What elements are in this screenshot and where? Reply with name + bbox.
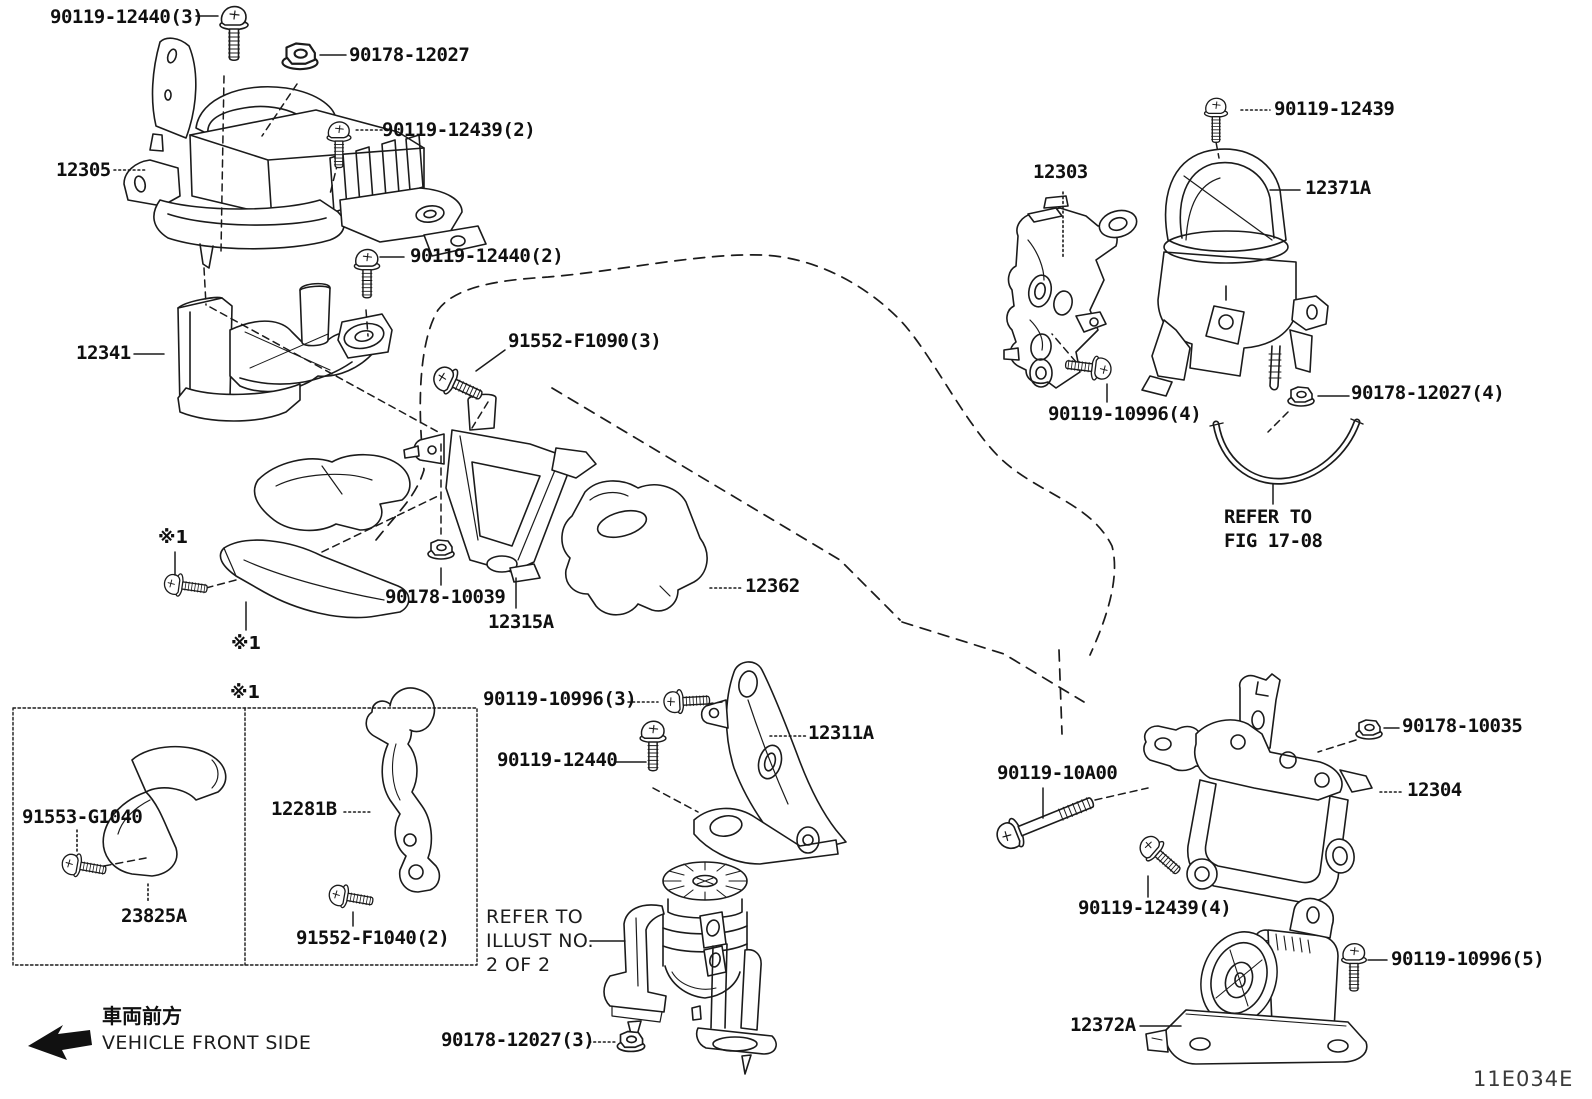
part-12362-drawing bbox=[561, 480, 708, 616]
callout-12281B[interactable]: 12281B bbox=[271, 798, 337, 820]
part-12372A-drawing bbox=[1145, 897, 1368, 1065]
bolt-icon bbox=[1203, 97, 1229, 143]
callout-90119-12439-x4[interactable]: 90119-12439(4) bbox=[1078, 897, 1232, 919]
callout-90178-10039[interactable]: 90178-10039 bbox=[385, 586, 506, 608]
bolt-icon bbox=[353, 248, 381, 299]
nut-icon bbox=[1355, 719, 1383, 740]
callout-12362[interactable]: 12362 bbox=[745, 575, 800, 597]
callout-90119-10A00[interactable]: 90119-10A00 bbox=[997, 762, 1118, 784]
callout-90178-12027-x3[interactable]: 90178-12027(3) bbox=[441, 1029, 595, 1051]
callout-91552-F1090-x3[interactable]: 91552-F1090(3) bbox=[508, 330, 662, 352]
drawing-code: 11E034E bbox=[1473, 1067, 1574, 1091]
callout-12372A[interactable]: 12372A bbox=[1070, 1014, 1136, 1036]
footnote-marker: ※1 bbox=[158, 527, 189, 548]
callout-90119-10996-x5[interactable]: 90119-10996(5) bbox=[1391, 948, 1545, 970]
callout-91552-F1040-x2[interactable]: 91552-F1040(2) bbox=[296, 927, 450, 949]
part-12311A-drawing bbox=[693, 661, 847, 865]
nut-icon bbox=[427, 539, 455, 560]
bolt-icon bbox=[639, 720, 667, 772]
callout-90119-12439-x2[interactable]: 90119-12439(2) bbox=[382, 119, 536, 141]
part-12281B-drawing bbox=[365, 687, 441, 893]
footnote-marker: ※1 bbox=[230, 682, 261, 703]
part-12303-drawing bbox=[1003, 195, 1138, 389]
callout-12371A[interactable]: 12371A bbox=[1305, 177, 1371, 199]
bolt-icon bbox=[1133, 830, 1188, 882]
part-12305-drawing bbox=[123, 37, 487, 269]
part-12315A-drawing bbox=[403, 393, 597, 583]
callout-90119-10996-x4[interactable]: 90119-10996(4) bbox=[1048, 403, 1202, 425]
bolt-icon bbox=[219, 5, 249, 62]
callout-12303[interactable]: 12303 bbox=[1033, 161, 1088, 183]
long-bolt-icon bbox=[991, 787, 1100, 855]
note-refer-illust-line2: ILLUST NO. bbox=[486, 930, 594, 952]
note-refer-illust-line1: REFER TO bbox=[486, 906, 584, 928]
part-heat-insulator-lower-drawing bbox=[219, 539, 410, 619]
nut-icon bbox=[616, 1030, 646, 1053]
note-refer-fig-line1: REFER TO bbox=[1224, 506, 1312, 528]
callout-90178-12027-x4[interactable]: 90178-12027(4) bbox=[1351, 382, 1505, 404]
callout-12311A[interactable]: 12311A bbox=[808, 722, 874, 744]
leader-lines-dotted bbox=[76, 109, 1405, 1043]
hose-drawing bbox=[1209, 418, 1364, 485]
callout-90178-12027[interactable]: 90178-12027 bbox=[349, 44, 470, 66]
note-refer-fig-line2: FIG 17-08 bbox=[1224, 530, 1323, 552]
vehicle-front-label-en: VEHICLE FRONT SIDE bbox=[102, 1032, 312, 1054]
leader-lines-solid bbox=[133, 15, 1400, 1027]
callout-12315A[interactable]: 12315A bbox=[488, 611, 554, 633]
callout-12305[interactable]: 12305 bbox=[56, 159, 111, 181]
nut-icon bbox=[281, 42, 319, 71]
callout-90119-12440-x2[interactable]: 90119-12440(2) bbox=[410, 245, 564, 267]
callout-90178-10035[interactable]: 90178-10035 bbox=[1402, 715, 1523, 737]
callout-23825A[interactable]: 23825A bbox=[121, 905, 187, 927]
engine-outline-dashed bbox=[375, 254, 1116, 735]
callout-12304[interactable]: 12304 bbox=[1407, 779, 1462, 801]
vehicle-front-label-jp: 車両前方 bbox=[102, 1004, 182, 1028]
footnote-box bbox=[12, 707, 478, 966]
note-refer-illust-line3: 2 OF 2 bbox=[486, 954, 551, 976]
part-23825A-drawing bbox=[102, 745, 227, 877]
callout-90119-12440-x3[interactable]: 90119-12440(3) bbox=[50, 6, 204, 28]
part-engine-mount-illust2-drawing bbox=[603, 861, 777, 1075]
callout-90119-12439[interactable]: 90119-12439 bbox=[1274, 98, 1395, 120]
part-12341-drawing bbox=[177, 282, 393, 422]
callout-90119-10996-x3[interactable]: 90119-10996(3) bbox=[483, 688, 637, 710]
bolt-icon bbox=[59, 850, 109, 883]
callout-91553-G1040[interactable]: 91553-G1040 bbox=[22, 806, 143, 828]
callout-12341[interactable]: 12341 bbox=[76, 342, 131, 364]
part-12371A-drawing bbox=[1141, 148, 1329, 397]
part-heat-insulator-upper-drawing bbox=[253, 453, 411, 532]
nut-icon bbox=[1287, 386, 1315, 407]
footnote-marker: ※1 bbox=[231, 633, 262, 654]
vehicle-front-arrow-icon bbox=[28, 1025, 92, 1060]
bolt-icon bbox=[1340, 942, 1368, 992]
assembly-dashed-lines bbox=[103, 75, 1357, 867]
bolt-icon bbox=[162, 571, 210, 601]
callout-90119-12440[interactable]: 90119-12440 bbox=[497, 749, 618, 771]
bolt-icon bbox=[326, 881, 376, 914]
